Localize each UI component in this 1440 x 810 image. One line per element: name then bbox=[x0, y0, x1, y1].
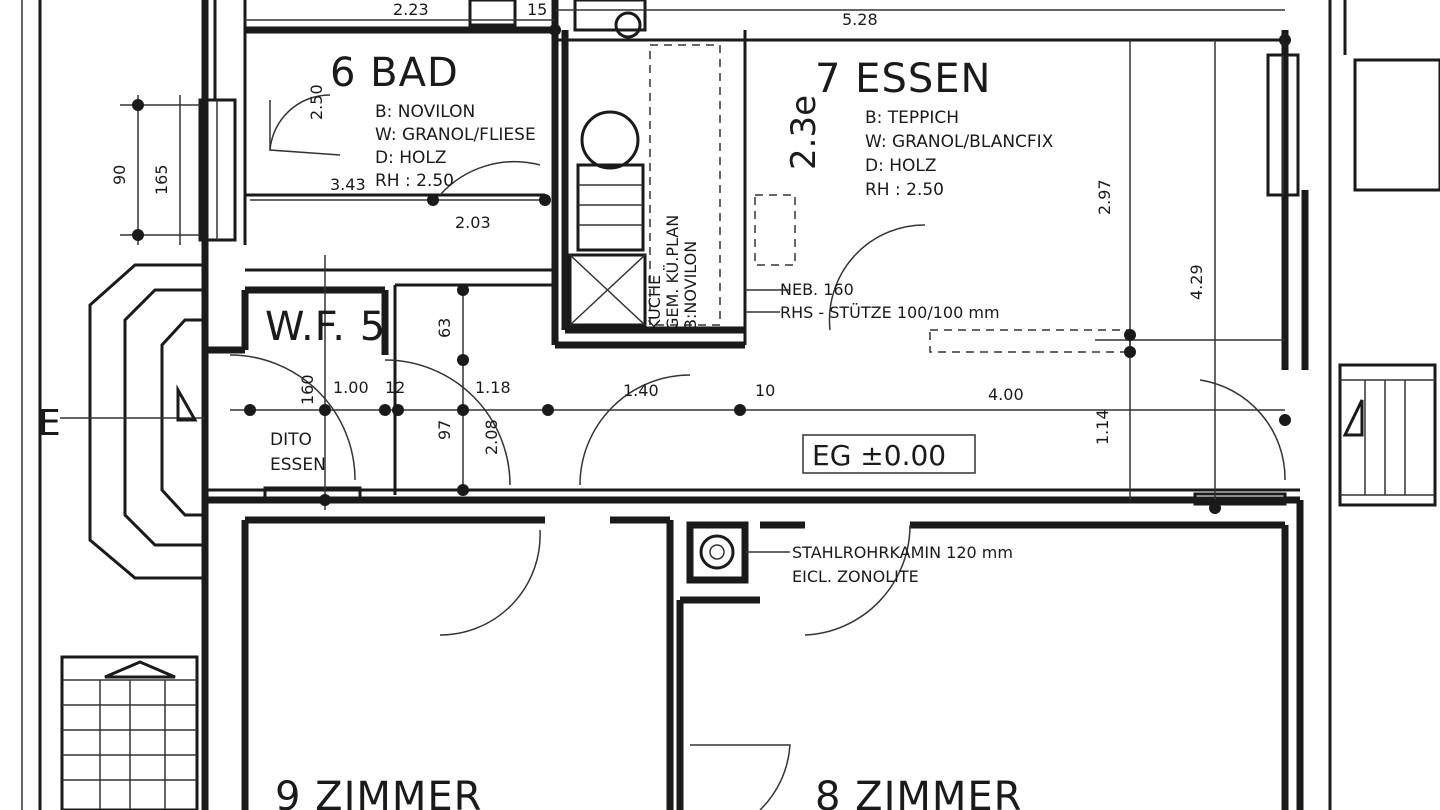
dim-2-03: 2.03 bbox=[455, 213, 491, 232]
note-kamin-material: EICL. ZONOLITE bbox=[792, 567, 919, 586]
fixtures bbox=[468, 0, 1131, 584]
dim-1-14: 1.14 bbox=[1093, 409, 1112, 445]
dim-10: 10 bbox=[755, 381, 775, 400]
note-rhs-stuetze: RHS - STÜTZE 100/100 mm bbox=[780, 303, 1000, 322]
dito-label-2: ESSEN bbox=[270, 455, 326, 475]
room-label-zimmer-9: 9 ZIMMER bbox=[275, 774, 482, 810]
dim-5-28: 5.28 bbox=[842, 10, 878, 29]
entry-marker: E bbox=[38, 403, 61, 444]
dimension-dots bbox=[132, 24, 1291, 514]
dim-160: 160 bbox=[298, 374, 317, 405]
dim-90: 90 bbox=[110, 165, 129, 185]
dim-97: 97 bbox=[435, 420, 454, 440]
walls bbox=[201, 0, 1347, 810]
dim-3-43: 3.43 bbox=[330, 175, 366, 194]
entrance-stair bbox=[60, 263, 205, 580]
room-label-zimmer-8: 8 ZIMMER bbox=[815, 774, 1022, 810]
lower-stair bbox=[60, 655, 199, 810]
essen-spec-height: RH : 2.50 bbox=[865, 180, 944, 200]
essen-spec-floor: B: TEPPICH bbox=[865, 108, 959, 128]
essen-specs: B: TEPPICH W: GRANOL/BLANCFIX D: HOLZ RH… bbox=[865, 108, 1054, 200]
room-label-wf: W.F. 5 bbox=[265, 304, 386, 350]
dim-1-40: 1.40 bbox=[623, 381, 659, 400]
note-neb: NEB. 160 bbox=[780, 280, 854, 299]
door-swings bbox=[229, 94, 1286, 810]
bad-spec-wall: W: GRANOL/FLIESE bbox=[375, 125, 536, 145]
bad-spec-ceiling: D: HOLZ bbox=[375, 148, 447, 168]
kitchen-label-line-3: B:NOVILON bbox=[681, 241, 700, 330]
dim-2-97: 2.97 bbox=[1095, 179, 1114, 215]
dim-1-18: 1.18 bbox=[475, 378, 511, 397]
windows bbox=[198, 53, 1440, 506]
dim-63: 63 bbox=[435, 318, 454, 338]
level-marker-box bbox=[802, 434, 976, 474]
kitchen-label-line-2: GEM. KÜ.PLAN bbox=[663, 215, 682, 330]
dim-4-29: 4.29 bbox=[1187, 264, 1206, 300]
dim-165: 165 bbox=[152, 164, 171, 195]
essen-spec-ceiling: D: HOLZ bbox=[865, 156, 937, 176]
hand-note: 2.3e bbox=[784, 95, 824, 170]
bad-specs: B: NOVILON W: GRANOL/FLIESE D: HOLZ RH :… bbox=[375, 102, 536, 191]
note-kamin: STAHLROHRKAMIN 120 mm bbox=[792, 543, 1013, 562]
bad-spec-height: RH : 2.50 bbox=[375, 171, 454, 191]
dimension-values: 2.23 5.28 15 2.50 90 165 3.43 2.03 2.97 … bbox=[110, 0, 1206, 455]
room-label-essen: 7 ESSEN bbox=[815, 56, 991, 102]
dim-4-00: 4.00 bbox=[988, 385, 1024, 404]
dim-12: 12 bbox=[385, 378, 405, 397]
dim-15: 15 bbox=[527, 0, 547, 19]
level-marker: EG ±0.00 bbox=[812, 439, 946, 472]
dito-label-1: DITO bbox=[270, 430, 312, 450]
dim-1-00: 1.00 bbox=[333, 378, 369, 397]
dim-2-08: 2.08 bbox=[482, 419, 501, 455]
right-stair bbox=[1338, 363, 1437, 507]
kitchen-label: KÜCHE GEM. KÜ.PLAN B:NOVILON bbox=[645, 215, 700, 330]
kitchen-label-line-1: KÜCHE bbox=[645, 275, 664, 330]
room-label-bad: 6 BAD bbox=[330, 50, 459, 96]
dim-2-23: 2.23 bbox=[393, 0, 429, 19]
dimension-lines bbox=[120, 9, 1285, 510]
dim-2-50: 2.50 bbox=[307, 84, 326, 120]
essen-spec-wall: W: GRANOL/BLANCFIX bbox=[865, 132, 1054, 152]
bad-spec-floor: B: NOVILON bbox=[375, 102, 475, 122]
